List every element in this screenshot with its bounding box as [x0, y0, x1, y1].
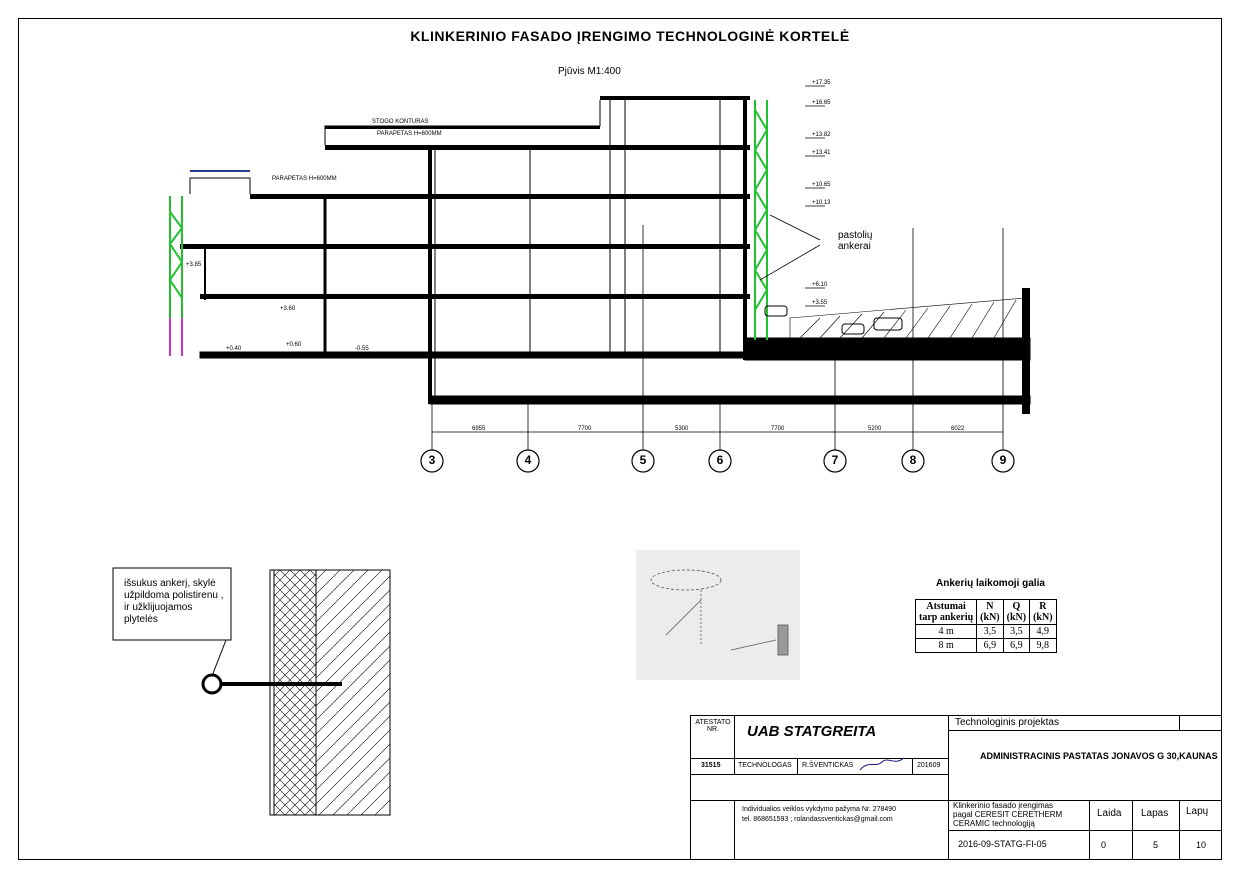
anchor-table-title: Ankerių laikomoji galia: [936, 578, 1045, 589]
empty-row: [690, 774, 949, 801]
doc-code: 2016-09-STATG-FI-05: [958, 839, 1047, 849]
lapu-value-cell: [1179, 830, 1222, 860]
table-cell: 4,9: [1029, 624, 1057, 639]
level-mark: +3.60: [280, 306, 296, 312]
scaffold-left-base: [169, 318, 183, 356]
axis-bubble: [631, 449, 655, 473]
sheet-title: KLINKERINIO FASADO ĮRENGIMO TECHNOLOGINĖ…: [410, 28, 850, 44]
level-mark: +10.13: [812, 200, 831, 206]
level-mark: +3.55: [812, 300, 828, 306]
axis-label: 7: [831, 453, 839, 467]
axis-dimension: 5300: [675, 426, 689, 432]
project-name-cell: [948, 730, 1222, 801]
level-mark: -0.55: [355, 346, 369, 352]
table-cell: 6,9: [1002, 638, 1031, 653]
axis-bubble: [420, 449, 444, 473]
atestato-label: ATESTATO NR.: [695, 719, 731, 733]
table-row: 8 m 6,9 6,9 9,8: [914, 638, 1057, 653]
level-mark: +16.65: [812, 100, 831, 106]
level-mark: +6.10: [812, 282, 828, 288]
axis-label: 3: [428, 453, 436, 467]
axis-dimension: 5200: [868, 426, 882, 432]
role-label: TECHNOLOGAS: [738, 762, 792, 769]
laida-label: Laida: [1097, 808, 1122, 819]
table-cell: 3,5: [976, 624, 1004, 639]
project-name: ADMINISTRACINIS PASTATAS JONAVOS G 30,KA…: [980, 751, 1218, 761]
table-cell: 3,5: [1002, 624, 1031, 639]
axis-bubble: [516, 449, 540, 473]
license-line-1: Individualios veiklos vykdymo pažyma Nr.…: [742, 806, 897, 813]
table-header: N (kN): [976, 599, 1004, 625]
company-name: UAB STATGREITA: [747, 723, 877, 740]
roof-contour-label: STOGO KONTURAS: [372, 119, 429, 125]
axis-label: 4: [524, 453, 532, 467]
axis-dimension: 6022: [951, 426, 965, 432]
level-mark: +0.60: [286, 342, 302, 348]
table-cell: 8 m: [914, 638, 978, 653]
table-header: Q (kN): [1002, 599, 1031, 625]
level-mark: +13.41: [812, 150, 831, 156]
retaining-wall: [1022, 288, 1030, 414]
level-mark: +10.65: [812, 182, 831, 188]
scaffold-anchors-label: pastolių ankerai: [838, 230, 873, 252]
axis-dimension: 6955: [472, 426, 486, 432]
section-scale-label: Pjūvis M1:400: [558, 66, 621, 77]
signature-image: [859, 757, 905, 771]
blank-cell: [1179, 715, 1222, 731]
lapas-label: Lapas: [1141, 808, 1169, 819]
laida-value-cell: [1089, 830, 1133, 860]
anchor-capacity-table: Atstumai tarp ankerių N (kN) Q (kN) R (k…: [914, 599, 1057, 653]
axis-label: 8: [909, 453, 917, 467]
level-marks-right: [805, 85, 825, 307]
axis-label: 5: [639, 453, 647, 467]
axis-bubble: [901, 449, 925, 473]
lapu-label: Lapų: [1186, 806, 1209, 817]
license-line-2: tel. 868651593 ; rolandassventickas@gmai…: [742, 816, 893, 823]
axis-dimension: 7700: [771, 426, 785, 432]
anchor-force-diagram: [636, 550, 800, 680]
level-mark: +13.82: [812, 132, 831, 138]
floor-slabs: [180, 96, 750, 299]
axis-label: 9: [999, 453, 1007, 467]
columns: [204, 96, 747, 404]
lapu-value: 10: [1196, 840, 1207, 850]
lapas-value: 5: [1153, 840, 1159, 850]
parapet-label: PARAPETAS H=600MM: [272, 176, 337, 182]
level-mark: +0.40: [226, 346, 242, 352]
person-name: R.ŠVENTICKAS: [802, 762, 854, 769]
car-shapes: [764, 305, 903, 335]
drawing-description: Klinkerinio fasado įrengimas pagal CERES…: [953, 801, 1063, 828]
parapet-label: PARAPETAS H=600MM: [377, 131, 442, 137]
anchor-leader-lines: [759, 214, 821, 281]
parapets: [189, 100, 601, 194]
table-cell: 6,9: [976, 638, 1004, 653]
laida-value: 0: [1101, 840, 1107, 850]
scaffold-right: [754, 100, 768, 340]
axis-lines: [431, 225, 1004, 450]
level-mark: +17.35: [812, 80, 831, 86]
axis-label: 6: [716, 453, 724, 467]
axis-bubble: [823, 449, 847, 473]
axis-dimension: 7700: [578, 426, 592, 432]
detail-note: išsukus ankerį, skylė užpildoma polistir…: [124, 578, 224, 625]
cert-number: 31515: [701, 762, 721, 769]
table-header: Atstumai tarp ankerių: [914, 599, 978, 625]
axis-bubble: [991, 449, 1015, 473]
axis-bubble: [708, 449, 732, 473]
table-header: R (kN): [1029, 599, 1057, 625]
table-cell: 9,8: [1029, 638, 1057, 653]
date-value: 201609: [917, 762, 941, 769]
table-row: 4 m 3,5 3,5 4,9: [914, 624, 1057, 639]
table-cell: 4 m: [914, 624, 978, 639]
project-type: Technologinis projektas: [955, 717, 1059, 728]
drawing-sheet-border: [18, 18, 1222, 860]
level-mark: +3.85: [186, 262, 202, 268]
